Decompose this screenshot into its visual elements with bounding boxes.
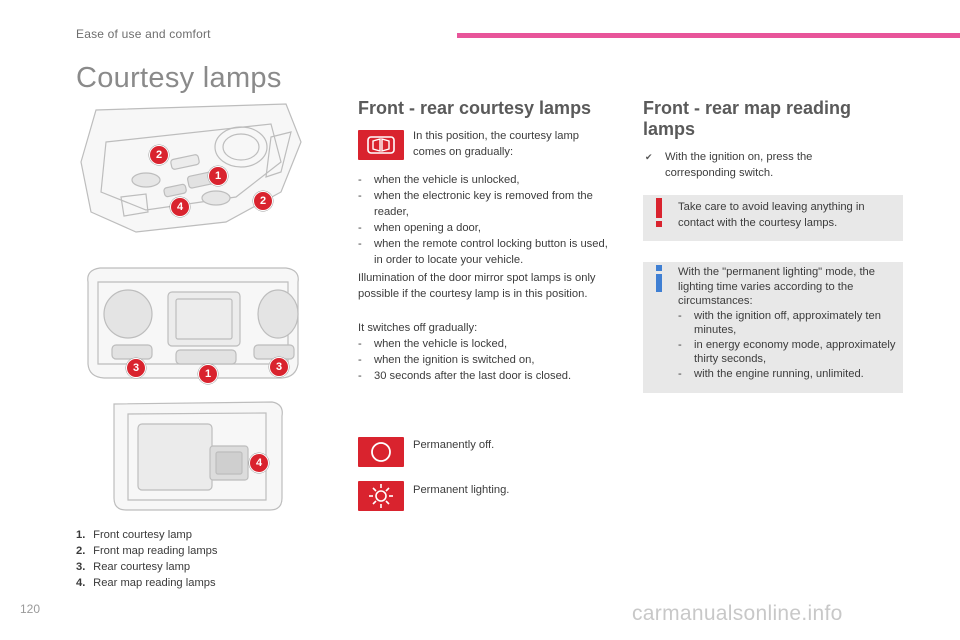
permanently-off-label: Permanently off. (413, 439, 495, 451)
list-item: -when the remote control locking button … (358, 238, 608, 266)
callout-1-middle: 1 (198, 364, 218, 384)
list-item: -when the electronic key is removed from… (358, 190, 593, 218)
list-item: -30 seconds after the last door is close… (358, 370, 572, 382)
legend-item: 1. Front courtesy lamp (76, 529, 192, 541)
off-mode-icon (358, 437, 404, 467)
callout-4-bottom: 4 (249, 453, 269, 473)
courtesy-lamps-illustration (80, 103, 302, 511)
callout-2-left: 2 (149, 145, 169, 165)
list-item: -in energy economy mode, approximately t… (678, 338, 896, 366)
list-item: -with the engine running, unlimited. (678, 367, 864, 380)
legend-item: 2. Front map reading lamps (76, 545, 218, 557)
list-item: -when the ignition is switched on, (358, 354, 535, 366)
info-text: With the "permanent lighting" mode, the … (678, 265, 900, 381)
callout-1-top: 1 (208, 166, 228, 186)
switch-off-list: It switches off gradually: -when the veh… (358, 320, 608, 384)
section-header: Ease of use and comfort (76, 27, 211, 41)
switch-on-list: -when the vehicle is unlocked, -when the… (358, 172, 608, 268)
warning-box (643, 195, 903, 241)
callout-4-top: 4 (170, 197, 190, 217)
legend-item: 3. Rear courtesy lamp (76, 561, 191, 573)
map-reading-heading: Front - rear map reading lamps (643, 98, 852, 139)
info-intro: With the "permanent lighting" mode, the … (678, 266, 875, 307)
checkbox-marker-icon: ✔ (645, 152, 653, 162)
courtesy-heading: Front - rear courtesy lamps (358, 98, 592, 118)
switch-off-intro: It switches off gradually: (358, 322, 478, 334)
callout-3-left: 3 (126, 358, 146, 378)
legend: 1. Front courtesy lamp 2. Front map read… (76, 527, 217, 591)
page-title: Courtesy lamps (76, 62, 282, 94)
mirror-note: Illumination of the door mirror spot lam… (358, 272, 596, 300)
watermark: carmanualsonline.info (632, 602, 843, 625)
list-item: -when the vehicle is unlocked, (358, 174, 520, 186)
info-icon (656, 265, 662, 292)
courtesy-intro: In this position, the courtesy lamp come… (413, 130, 580, 158)
permanent-lighting-icon (358, 481, 404, 511)
warning-text: Take care to avoid leaving anything in c… (678, 201, 865, 229)
rear-console-drawing (113, 401, 283, 511)
list-item: -when the vehicle is locked, (358, 338, 508, 350)
exclamation-icon (656, 198, 662, 227)
callout-3-right: 3 (269, 357, 289, 377)
page-number: 120 (20, 602, 41, 616)
front-console-drawing (87, 267, 299, 379)
map-reading-step: ✔ With the ignition on, press the corres… (645, 149, 865, 181)
header-accent-bar (457, 33, 960, 38)
callout-2-right: 2 (253, 191, 273, 211)
legend-item: 4. Rear map reading lamps (76, 577, 216, 589)
info-box (643, 262, 903, 393)
door-mode-icon (358, 130, 404, 160)
permanent-lighting-label: Permanent lighting. (413, 484, 510, 496)
overhead-console-drawing (80, 103, 302, 233)
list-item: -with the ignition off, approximately te… (678, 309, 881, 337)
list-item: -when opening a door, (358, 222, 481, 234)
step-text: With the ignition on, press the correspo… (665, 151, 813, 179)
